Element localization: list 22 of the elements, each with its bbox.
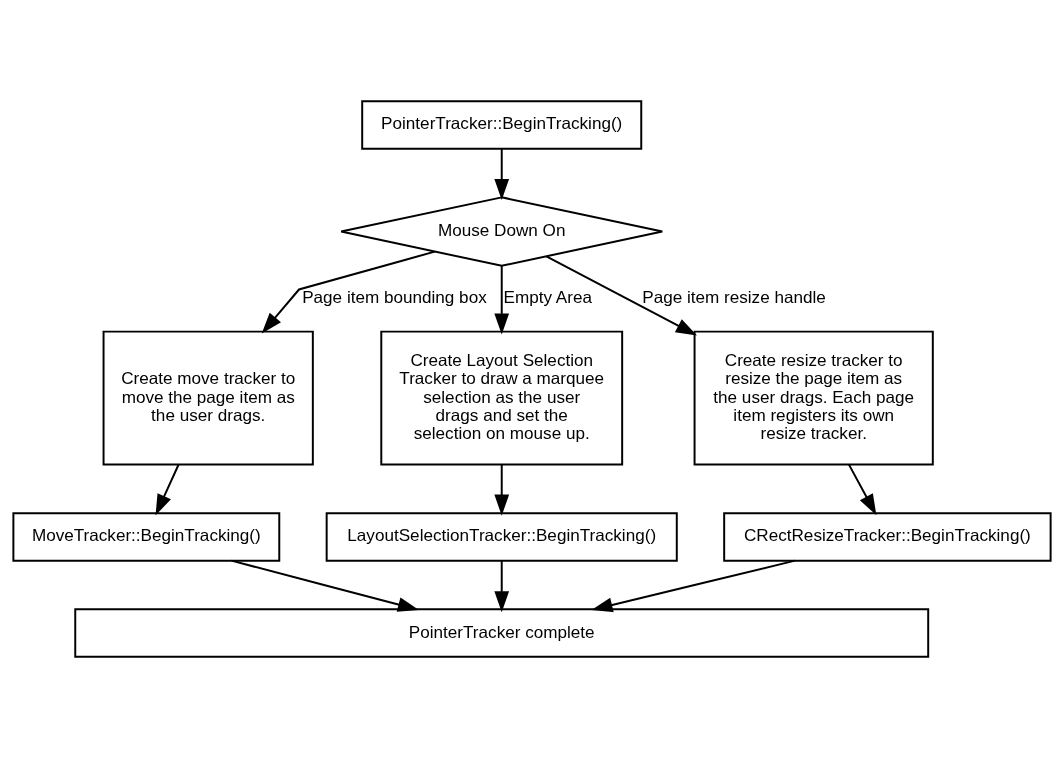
arrow xyxy=(494,264,510,334)
node-box: Create Layout Selection Tracker to draw a marquee selection as the user drags and set the selection on mouse up. xyxy=(380,330,624,466)
arrow xyxy=(155,463,180,515)
arrow xyxy=(848,463,877,515)
node-box: PointerTracker complete xyxy=(74,607,930,658)
arrow xyxy=(494,463,510,516)
edge-label: Empty Area xyxy=(503,287,593,307)
node-box: CRectResizeTracker::BeginTracking() xyxy=(723,511,1052,562)
arrow xyxy=(591,559,796,612)
edge-label: Page item bounding box xyxy=(302,287,487,307)
arrow xyxy=(230,559,419,612)
arrow xyxy=(494,147,510,200)
arrow xyxy=(494,559,510,612)
node-box: Create resize tracker to resize the page item as the user drags. Each page item registers its own resize tracker. xyxy=(693,330,934,466)
edge-label: Page item resize handle xyxy=(642,287,826,307)
node-box: Create move tracker to move the page item as the user drags. xyxy=(102,330,314,466)
arrow xyxy=(545,254,697,335)
arrow xyxy=(261,250,436,334)
node-box: LayoutSelectionTracker::BeginTracking() xyxy=(325,511,678,562)
node-diamond: Mouse Down On xyxy=(340,195,664,267)
node-box: PointerTracker::BeginTracking() xyxy=(361,99,643,150)
node-box: MoveTracker::BeginTracking() xyxy=(12,511,281,562)
